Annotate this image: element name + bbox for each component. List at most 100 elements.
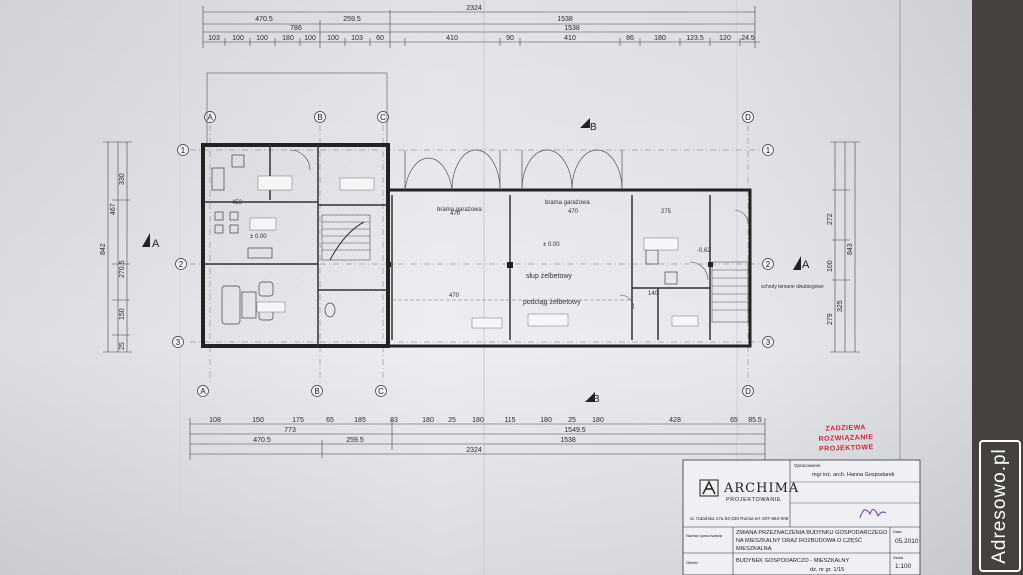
svg-text:410: 410 [446,35,458,42]
svg-text:3: 3 [766,338,771,347]
object-line-2: dz. nr gr. 1/15 [810,567,844,573]
svg-text:1538: 1538 [564,25,580,32]
svg-text:259.5: 259.5 [346,437,364,444]
svg-text:85.5: 85.5 [748,417,762,424]
svg-text:470: 470 [449,293,460,299]
svg-text:453: 453 [232,200,243,206]
svg-text:275: 275 [661,209,672,215]
svg-text:24.5: 24.5 [741,35,755,42]
watermark-text: Adresowo.pl [989,448,1010,564]
svg-text:A: A [200,387,206,396]
red-stamp: ZADZIEWA ROZWIĄZANIE PROJEKTOWE [818,424,874,453]
project-line-2: NA MIESZKALNY ORAZ ROZBUDOWA O CZĘŚĆ [736,536,862,544]
svg-text:B: B [314,387,319,396]
svg-text:325: 325 [837,300,844,312]
svg-text:150: 150 [119,308,126,320]
svg-text:185: 185 [354,417,366,424]
svg-text:470: 470 [450,211,461,217]
svg-text:786: 786 [290,25,302,32]
svg-text:428: 428 [669,417,681,424]
svg-text:25: 25 [568,417,576,424]
section-mark-a-left: A [152,238,160,250]
left-dimension-labels: 467 842 330 270.5 150 25 [100,173,126,350]
left-dimension-lines [103,141,132,353]
svg-text:180: 180 [472,417,484,424]
svg-text:773: 773 [284,427,296,434]
project-line-1: ZMIANA PRZEZNACZENIA BUDYNKU GOSPODARCZE… [736,530,888,536]
label-garage-gate-1: brama garażowa [437,207,482,213]
svg-text:470.5: 470.5 [253,437,271,444]
svg-text:1: 1 [766,146,771,155]
dim-overall-bottom: 2324 [466,447,482,454]
top-dimension-labels: 2324 470.5 259.5 1538 786 1538 103 100 1… [208,5,755,42]
svg-text:843: 843 [847,243,854,255]
svg-text:180: 180 [422,417,434,424]
svg-text:1538: 1538 [560,437,576,444]
section-mark-b-top: B [590,122,597,133]
svg-text:± 0.00: ± 0.00 [250,234,267,240]
drawing-scale: 1:100 [895,563,912,570]
section-mark-a-right: A [802,259,810,271]
top-dimension-lines [202,6,760,48]
signature-icon [859,509,887,519]
svg-text:140: 140 [648,291,659,297]
object-line-1: BUDYNEK GOSPODARCZO - MIESZKALNY [736,558,849,564]
svg-text:410: 410 [564,35,576,42]
svg-text:C: C [380,113,386,122]
svg-text:150: 150 [252,417,264,424]
svg-text:Nazwa opracowania: Nazwa opracowania [686,533,723,538]
svg-text:103: 103 [351,35,363,42]
dim-overall-top: 2324 [466,5,482,12]
designer-name: mgr inż. arch. Hanna Gospodarek [812,472,895,478]
svg-text:108: 108 [209,417,221,424]
svg-text:D: D [745,113,751,122]
svg-text:1538: 1538 [557,16,573,23]
right-dimension-labels: 272 100 325 279 843 [827,213,854,325]
svg-text:180: 180 [540,417,552,424]
svg-text:120: 120 [719,35,731,42]
svg-text:470.5: 470.5 [255,16,273,23]
svg-text:PROJEKTOWE: PROJEKTOWE [819,444,874,453]
svg-text:65: 65 [326,417,334,424]
svg-text:Obiekt: Obiekt [686,560,698,565]
svg-text:100: 100 [304,35,316,42]
svg-text:100: 100 [232,35,244,42]
svg-text:100: 100 [327,35,339,42]
section-mark-b-bottom: B [593,394,600,405]
svg-text:270.5: 270.5 [119,260,126,278]
svg-text:2: 2 [766,260,771,269]
svg-text:C: C [378,387,384,396]
company-name: ARCHIMA [723,481,799,496]
watermark-badge: Adresowo.pl [979,440,1021,572]
building-plan [201,72,752,348]
svg-text:175: 175 [292,417,304,424]
svg-text:100: 100 [256,35,268,42]
svg-text:25: 25 [119,342,126,350]
svg-text:1: 1 [181,146,186,155]
project-date: 05.2010 [895,538,919,545]
svg-text:83: 83 [390,417,398,424]
svg-text:279: 279 [827,313,834,325]
svg-text:842: 842 [100,243,107,255]
section-marks: A A B B [142,118,810,405]
svg-text:1549.5: 1549.5 [564,427,586,434]
svg-text:103: 103 [208,35,220,42]
svg-text:ROZWIĄZANIE: ROZWIĄZANIE [818,434,873,443]
svg-text:D: D [745,387,751,396]
svg-text:Skala: Skala [893,555,904,560]
svg-text:Data: Data [893,529,902,534]
svg-text:3: 3 [176,338,181,347]
svg-text:123.5: 123.5 [686,35,704,42]
label-beam: podciąg żelbetowy [523,299,581,306]
project-line-3: MIESZKALNĄ [736,546,772,552]
right-dimension-lines [830,141,860,353]
svg-text:330: 330 [119,173,126,185]
svg-text:259.5: 259.5 [343,16,361,23]
bottom-dimension-labels: 108 150 175 65 185 83 180 25 180 115 180… [209,417,762,454]
svg-text:115: 115 [504,417,515,424]
company-sub: PROJEKTOWANIE [726,497,781,503]
svg-text:65: 65 [730,417,738,424]
title-block: ARCHIMA PROJEKTOWANIE ul. Gdańska 17a 84… [682,459,921,575]
